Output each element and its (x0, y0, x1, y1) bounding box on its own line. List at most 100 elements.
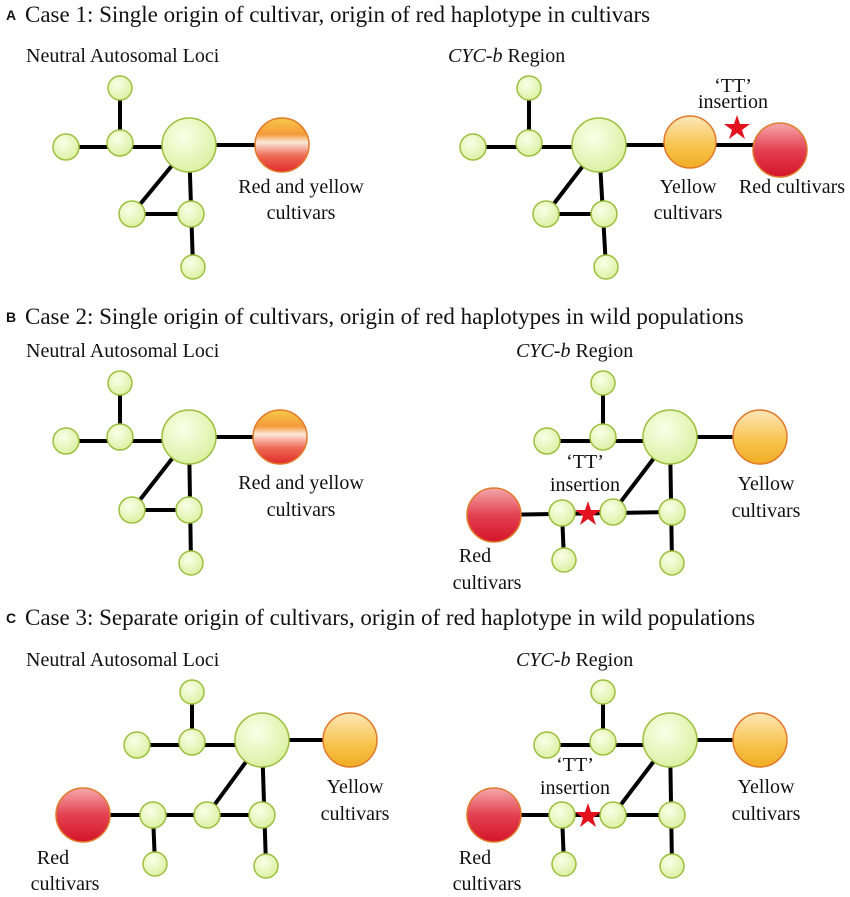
haplotype-node (599, 801, 627, 829)
haplotype-label: cultivars (267, 202, 336, 224)
panel-c: C Case 3: Separate origin of cultivars, … (6, 605, 801, 895)
haplotype-node (590, 679, 616, 705)
insertion-label: insertion (698, 91, 768, 113)
yellow-haplotype-node (663, 115, 717, 169)
haplotype-label: cultivars (321, 803, 390, 825)
haplotype-node (459, 133, 487, 161)
haplotype-node (658, 498, 686, 526)
haplotype-node (593, 254, 619, 280)
haplotype-label: Yellow (327, 776, 384, 798)
neutral-network: Neutral Autosomal Loci Yellow cultivars … (26, 649, 390, 895)
haplotype-label: cultivars (31, 873, 100, 895)
haplotype-node (118, 200, 146, 228)
central-haplotype-node (571, 117, 627, 173)
haplotype-node (142, 851, 168, 877)
insertion-label: insertion (550, 474, 620, 496)
haplotype-node (180, 254, 206, 280)
haplotype-label: cultivars (654, 202, 723, 224)
haplotype-node (548, 801, 576, 829)
central-haplotype-node (161, 409, 217, 465)
yellow-haplotype-node (732, 712, 788, 768)
network-title: Neutral Autosomal Loci (26, 649, 220, 671)
haplotype-label: Red cultivars (739, 176, 845, 198)
panel-letter: C (6, 610, 16, 626)
haplotype-label: Red (459, 847, 491, 869)
insertion-label: ‘TT’ (556, 754, 594, 776)
central-haplotype-node (642, 409, 698, 465)
central-haplotype-node (161, 117, 217, 173)
red-yellow-haplotype-node (254, 117, 310, 173)
haplotype-node (515, 129, 543, 157)
insertion-label: insertion (540, 777, 610, 799)
haplotype-node (659, 550, 685, 576)
haplotype-node (106, 129, 134, 157)
panel-a: A Case 1: Single origin of cultivar, ori… (6, 2, 845, 280)
haplotype-node (516, 75, 542, 101)
haplotype-node (52, 427, 80, 455)
insertion-label: ‘TT’ (566, 451, 604, 473)
haplotype-label: Yellow (738, 776, 795, 798)
red-star-icon (575, 501, 601, 525)
cyc-b-network: CYC-b Region ‘TT’ insertion Yellow culti… (453, 340, 801, 594)
haplotype-node (106, 423, 134, 451)
insertion-label: ‘TT’ (714, 75, 752, 97)
haplotype-label: Red (37, 847, 69, 869)
haplotype-node (590, 370, 616, 396)
panel-caption: Case 2: Single origin of cultivars, orig… (25, 304, 744, 329)
haplotype-label: cultivars (453, 873, 522, 895)
haplotype-node (139, 801, 167, 829)
haplotype-node (551, 547, 577, 573)
haplotype-node (123, 731, 151, 759)
red-haplotype-node (752, 122, 808, 178)
haplotype-node (599, 498, 627, 526)
neutral-network: Neutral Autosomal Loci Red and yellow cu… (26, 340, 364, 576)
yellow-haplotype-node (732, 409, 788, 465)
haplotype-node (589, 728, 617, 756)
haplotype-node (178, 728, 206, 756)
haplotype-node (193, 801, 221, 829)
haplotype-node (178, 550, 204, 576)
haplotype-node (253, 853, 279, 879)
yellow-haplotype-node (322, 712, 378, 768)
haplotype-node (107, 370, 133, 396)
central-haplotype-node (642, 712, 698, 768)
red-haplotype-node (466, 487, 522, 543)
haplotype-node (175, 496, 203, 524)
haplotype-node (532, 200, 560, 228)
haplotype-node (590, 200, 618, 228)
central-haplotype-node (234, 712, 290, 768)
haplotype-node (52, 133, 80, 161)
cyc-b-network: CYC-b Region ‘TT’ insertion Yellow culti… (453, 649, 801, 895)
haplotype-node (589, 423, 617, 451)
haplotype-node (107, 75, 133, 101)
haplotype-node (548, 499, 576, 527)
haplotype-label: Red (459, 545, 491, 567)
haplotype-label: cultivars (732, 500, 801, 522)
haplotype-label: cultivars (267, 499, 336, 521)
haplotype-node (177, 200, 205, 228)
neutral-network: Neutral Autosomal Loci Red and yellow cu… (26, 45, 364, 280)
haplotype-node (248, 801, 276, 829)
network-title: Neutral Autosomal Loci (26, 45, 220, 67)
panel-b: B Case 2: Single origin of cultivars, or… (6, 304, 801, 594)
haplotype-node (179, 679, 205, 705)
haplotype-label: Red and yellow (238, 472, 364, 494)
red-haplotype-node (466, 787, 522, 843)
haplotype-node (533, 427, 561, 455)
haplotype-label: Red and yellow (238, 176, 364, 198)
panel-caption: Case 1: Single origin of cultivar, origi… (25, 2, 650, 27)
red-star-icon (575, 803, 601, 827)
haplotype-node (118, 496, 146, 524)
haplotype-label: Yellow (738, 473, 795, 495)
panel-letter: A (6, 7, 16, 23)
haplotype-node (658, 801, 686, 829)
network-title: CYC-b Region (516, 649, 633, 671)
network-title: CYC-b Region (516, 340, 633, 362)
cyc-b-network: CYC-b Region ‘TT’ insertion Yellow culti… (448, 45, 845, 280)
red-haplotype-node (55, 787, 111, 843)
haplotype-node (533, 731, 561, 759)
haplotype-label: cultivars (732, 803, 801, 825)
red-star-icon (724, 115, 750, 139)
network-title: Neutral Autosomal Loci (26, 340, 220, 362)
